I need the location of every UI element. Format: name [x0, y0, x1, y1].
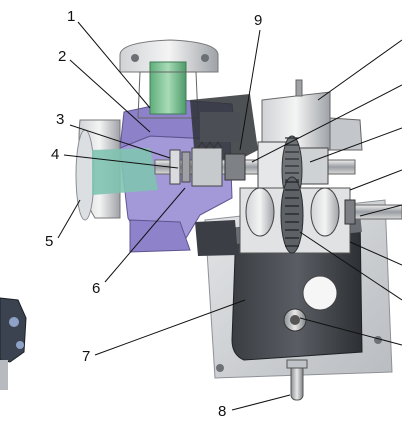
callout-3: 3 — [56, 111, 64, 128]
callout-7: 7 — [82, 348, 90, 365]
leader-lines — [57, 21, 402, 411]
callout-4: 4 — [51, 146, 59, 163]
drain-plug — [283, 308, 307, 332]
callout-labels: 1 2 3 4 5 6 7 8 9 — [45, 8, 262, 420]
callout-9: 9 — [254, 12, 262, 29]
adjacent-machine-fragment — [0, 297, 27, 390]
mechanical-seal — [169, 141, 246, 187]
callout-1: 1 — [67, 8, 75, 25]
callout-5: 5 — [45, 233, 53, 250]
callout-8: 8 — [218, 403, 226, 420]
discharge-nozzle — [119, 39, 219, 119]
gear-train — [239, 135, 356, 254]
callout-6: 6 — [92, 280, 100, 297]
drain-pipe — [286, 359, 308, 401]
callout-2: 2 — [58, 48, 66, 65]
